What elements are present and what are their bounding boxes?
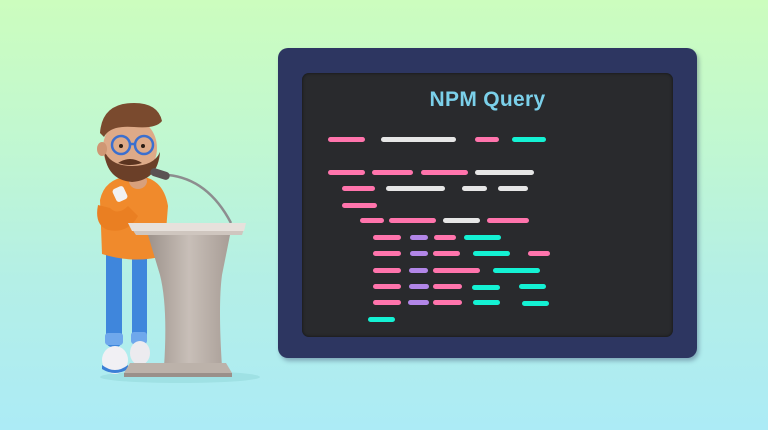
code-token-bar	[373, 251, 401, 256]
code-token-bar	[328, 137, 365, 142]
code-token-bar	[433, 300, 462, 305]
code-token-bar	[528, 251, 550, 256]
code-token-bar	[386, 186, 445, 191]
code-token-bar	[498, 186, 528, 191]
code-token-bar	[372, 170, 413, 175]
code-token-bar	[368, 317, 395, 322]
code-token-bar	[464, 235, 501, 240]
screen-title: NPM Query	[429, 88, 546, 111]
code-token-bar	[373, 268, 401, 273]
code-token-bar	[473, 300, 500, 305]
code-token-bar	[475, 170, 534, 175]
code-token-bar	[360, 218, 384, 223]
code-token-bar	[487, 218, 529, 223]
code-token-bar	[373, 284, 401, 289]
code-token-bar	[433, 251, 460, 256]
code-token-bar	[410, 235, 428, 240]
monitor-frame: NPM Query	[278, 48, 697, 358]
code-token-bar	[408, 300, 429, 305]
code-token-bar	[434, 235, 456, 240]
code-token-bar	[522, 301, 549, 306]
code-token-bar	[373, 300, 401, 305]
code-token-bar	[462, 186, 487, 191]
code-token-bar	[342, 186, 375, 191]
code-token-bar	[493, 268, 540, 273]
code-token-bar	[373, 235, 401, 240]
code-token-bar	[410, 251, 428, 256]
code-token-bar	[389, 218, 436, 223]
code-token-bar	[433, 268, 480, 273]
code-token-bar	[409, 284, 429, 289]
code-token-bar	[421, 170, 468, 175]
code-token-bar	[472, 285, 500, 290]
code-token-bar	[443, 218, 480, 223]
code-token-bar	[433, 284, 462, 289]
speaker-at-podium-illustration	[97, 103, 260, 383]
code-token-bar	[473, 251, 510, 256]
code-token-bar	[519, 284, 546, 289]
code-token-bar	[409, 268, 428, 273]
code-token-bar	[342, 203, 377, 208]
code-token-bar	[475, 137, 499, 142]
code-token-bar	[512, 137, 546, 142]
code-token-bar	[381, 137, 456, 142]
code-token-bar	[328, 170, 365, 175]
